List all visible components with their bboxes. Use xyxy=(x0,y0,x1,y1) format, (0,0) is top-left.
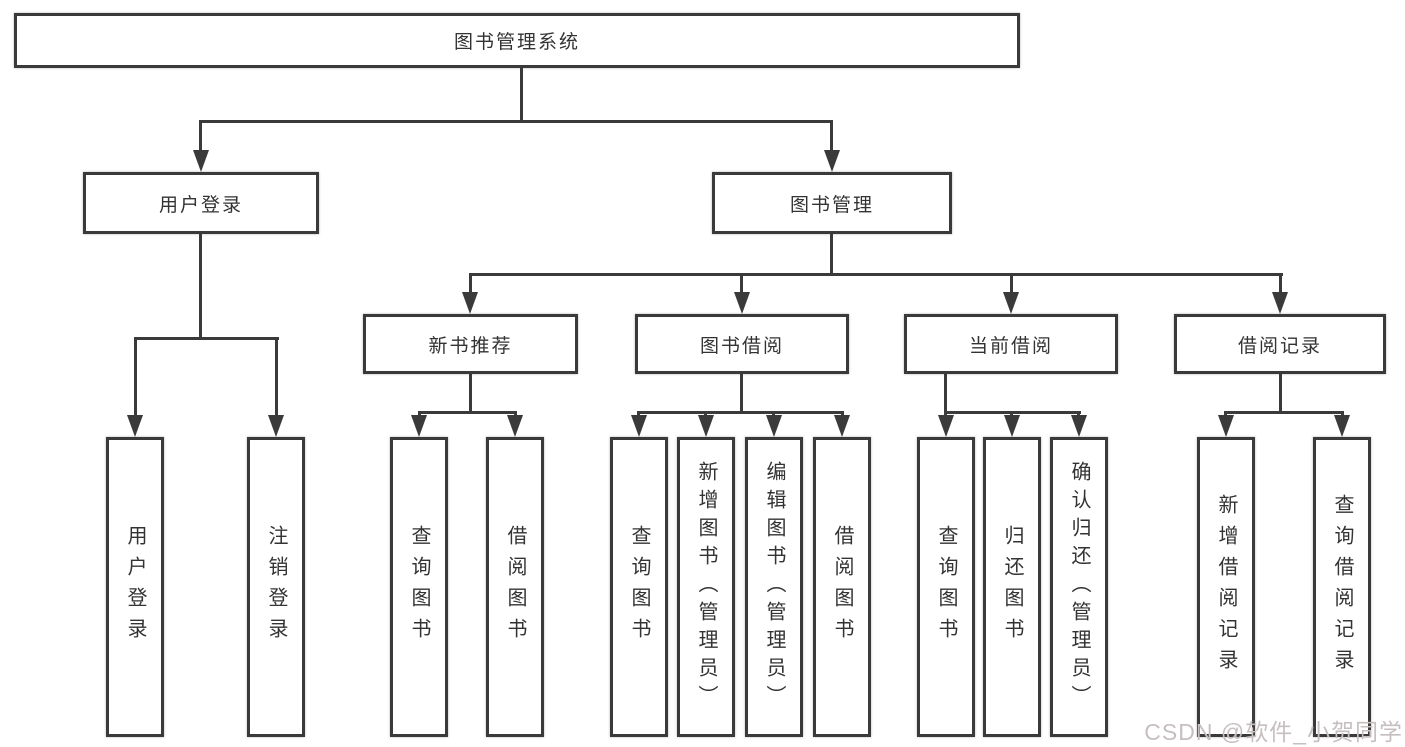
arrowhead-down-icon xyxy=(698,415,714,437)
connector-book-mgmt-drop xyxy=(830,234,833,273)
leaf-user-login: 用户登录 xyxy=(106,437,164,737)
arrowhead-down-icon xyxy=(734,292,750,314)
leaf-add-book-admin-label: 新增图书（管理员） xyxy=(695,461,717,713)
connector-stub-book-mgmt xyxy=(830,120,833,154)
leaf-query-books-2-label: 查询图书 xyxy=(628,525,650,649)
leaf-query-borrow-record-label: 查询借阅记录 xyxy=(1331,494,1353,680)
arrowhead-down-icon xyxy=(824,150,840,172)
leaf-query-books-2: 查询图书 xyxy=(610,437,668,737)
node-book-borrow-label: 图书借阅 xyxy=(699,335,784,357)
leaf-borrow-books-1: 借阅图书 xyxy=(486,437,544,737)
node-book-borrow: 图书借阅 xyxy=(635,314,849,374)
leaf-user-login-label: 用户登录 xyxy=(124,525,146,649)
connector-stub-l3 xyxy=(740,273,743,295)
leaf-add-book-admin: 新增图书（管理员） xyxy=(677,437,735,737)
connector-stub-leaf xyxy=(275,337,278,417)
connector-stub-user-login xyxy=(199,120,202,154)
arrowhead-down-icon xyxy=(1272,292,1288,314)
leaf-return-book-label: 归还图书 xyxy=(1001,525,1023,649)
leaf-logout-label: 注销登录 xyxy=(265,525,287,649)
leaf-edit-book-admin: 编辑图书（管理员） xyxy=(745,437,803,737)
node-current-borrow: 当前借阅 xyxy=(904,314,1118,374)
leaf-return-book: 归还图书 xyxy=(983,437,1041,737)
connector-l3-drop xyxy=(944,374,947,411)
leaf-confirm-return-admin: 确认归还（管理员） xyxy=(1050,437,1108,737)
leaf-query-books-3: 查询图书 xyxy=(917,437,975,737)
arrowhead-down-icon xyxy=(193,150,209,172)
leaf-edit-book-admin-label: 编辑图书（管理员） xyxy=(763,461,785,713)
connector-root-drop xyxy=(520,68,523,120)
arrowhead-down-icon xyxy=(507,415,523,437)
arrowhead-down-icon xyxy=(1334,415,1350,437)
leaf-borrow-books-2-label: 借阅图书 xyxy=(831,525,853,649)
node-book-management-label: 图书管理 xyxy=(789,194,874,216)
connector-stub-l3 xyxy=(1010,273,1013,295)
connector-l3-split xyxy=(418,411,517,414)
arrowhead-down-icon xyxy=(631,415,647,437)
leaf-add-borrow-record-label: 新增借阅记录 xyxy=(1215,494,1237,680)
arrowhead-down-icon xyxy=(411,415,427,437)
node-borrow-record-label: 借阅记录 xyxy=(1237,335,1322,357)
node-borrow-record: 借阅记录 xyxy=(1174,314,1386,374)
leaf-borrow-books-2: 借阅图书 xyxy=(813,437,871,737)
arrowhead-down-icon xyxy=(127,415,143,437)
leaf-borrow-books-1-label: 借阅图书 xyxy=(504,525,526,649)
leaf-add-borrow-record: 新增借阅记录 xyxy=(1197,437,1255,737)
leaf-logout: 注销登录 xyxy=(247,437,305,737)
connector-l3-drop xyxy=(1279,374,1282,411)
node-root-library-system: 图书管理系统 xyxy=(14,13,1020,68)
arrowhead-down-icon xyxy=(1003,292,1019,314)
arrowhead-down-icon xyxy=(834,415,850,437)
connector-l3-split xyxy=(1224,411,1344,414)
leaf-query-books-3-label: 查询图书 xyxy=(935,525,957,649)
leaf-query-books-1: 查询图书 xyxy=(390,437,448,737)
connector-root-split xyxy=(199,120,833,123)
node-book-management: 图书管理 xyxy=(712,172,952,234)
arrowhead-down-icon xyxy=(938,415,954,437)
leaf-query-books-1-label: 查询图书 xyxy=(408,525,430,649)
leaf-confirm-return-admin-label: 确认归还（管理员） xyxy=(1068,461,1090,713)
connector-stub-l3 xyxy=(1279,273,1282,295)
node-current-borrow-label: 当前借阅 xyxy=(968,335,1053,357)
connector-user-login-split xyxy=(134,337,279,340)
connector-l3-drop xyxy=(740,374,743,411)
node-user-login: 用户登录 xyxy=(83,172,319,234)
arrowhead-down-icon xyxy=(1004,415,1020,437)
arrowhead-down-icon xyxy=(462,292,478,314)
connector-book-mgmt-split xyxy=(469,273,1283,276)
node-user-login-label: 用户登录 xyxy=(158,194,243,216)
csdn-watermark: CSDN @软件_小贺同学 xyxy=(1144,719,1403,745)
connector-stub-leaf xyxy=(134,337,137,417)
node-new-book-recommend-label: 新书推荐 xyxy=(428,335,513,357)
connector-stub-l3 xyxy=(469,273,472,295)
leaf-query-borrow-record: 查询借阅记录 xyxy=(1313,437,1371,737)
arrowhead-down-icon xyxy=(766,415,782,437)
connector-l3-drop xyxy=(469,374,472,411)
arrowhead-down-icon xyxy=(1071,415,1087,437)
arrowhead-down-icon xyxy=(268,415,284,437)
connector-l3-split xyxy=(637,411,844,414)
node-new-book-recommend: 新书推荐 xyxy=(363,314,578,374)
arrowhead-down-icon xyxy=(1218,415,1234,437)
node-root-label: 图书管理系统 xyxy=(453,32,580,53)
connector-user-login-drop xyxy=(199,234,202,337)
